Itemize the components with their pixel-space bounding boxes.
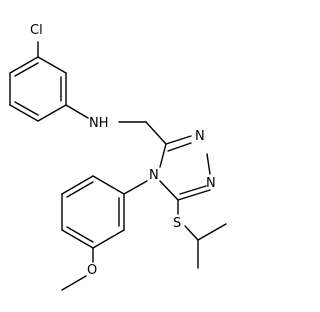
bond [9,104,39,122]
bond [165,135,192,145]
triazole-ring [159,135,211,201]
bond-ch2-triazole [145,121,167,145]
bond [37,104,67,122]
bond-double [14,101,39,116]
bond [9,56,39,74]
bond [159,180,179,201]
bond [61,229,94,249]
bond-c-nh [65,104,89,119]
bond [206,153,211,175]
bond-n-aryl [123,180,148,195]
bond-o-ch3 [61,275,87,291]
atom-n-ring-3: N [149,168,159,183]
bond [61,175,94,195]
bond-double [14,62,39,77]
bond-double [167,142,192,152]
bond [37,56,67,74]
bond [177,189,211,201]
atom-oxygen: O [87,263,97,278]
bond-double [179,185,207,195]
atom-n-ring-2: N [206,176,216,191]
bond-double [66,181,94,198]
chemical-structure: Cl NH N N N S O [9,23,227,291]
atom-chlorine: Cl [30,23,43,38]
methoxyphenyl-ring [61,175,148,249]
atom-n-ring-1: N [195,129,205,144]
atom-sulfur: S [173,216,181,231]
atom-amine: NH [89,116,109,131]
bond-s-ch [184,225,199,241]
chlorophenyl-ring [9,41,67,122]
bond [92,229,125,249]
bond [92,175,125,195]
bond [159,143,167,168]
bond-ch-ch3 [197,223,227,241]
bond-double [66,226,94,243]
